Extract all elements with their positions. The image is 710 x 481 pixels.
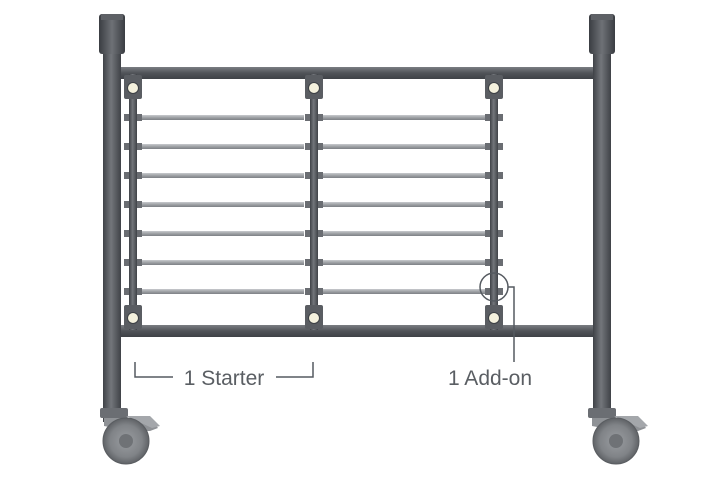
slide-rail-bay1-5 xyxy=(141,231,304,236)
bottom-connector-light xyxy=(308,312,320,324)
top-connector-light xyxy=(488,82,500,94)
right-post-cap xyxy=(589,14,615,54)
slide-rail-bay2-6 xyxy=(322,260,503,265)
upright-1 xyxy=(124,74,142,330)
slide-rail-bay2-1 xyxy=(322,115,503,120)
starter-bracket xyxy=(134,362,314,378)
top-frame-rail xyxy=(121,67,593,79)
right-caster xyxy=(588,408,648,465)
slide-rail-bay2-2 xyxy=(322,144,503,149)
bottom-frame-rail xyxy=(121,325,593,337)
sheet-pan-label-right: Sheet Pan xyxy=(372,121,433,136)
upright-3 xyxy=(485,74,503,330)
starter-label: 1 Starter xyxy=(184,367,265,390)
slide-rail-bay2-4 xyxy=(322,202,503,207)
bottom-connector-light xyxy=(127,312,139,324)
slide-rail-bay1-6 xyxy=(141,260,304,265)
slide-rail-bay2-3 xyxy=(322,173,503,178)
right-post xyxy=(589,14,615,422)
slide-rail-bay2-5 xyxy=(322,231,503,236)
slide-rail-bay1-2 xyxy=(141,144,304,149)
sheet-pan-label-left: Sheet Pan xyxy=(192,121,253,136)
upright-2 xyxy=(305,74,323,330)
slide-rail-bay1-7 xyxy=(141,289,304,294)
inner-uprights xyxy=(124,74,503,330)
top-connector-light xyxy=(308,82,320,94)
addon-callout-leader xyxy=(508,286,515,362)
slide-rail-bay1-1 xyxy=(141,115,304,120)
addon-callout xyxy=(479,272,515,362)
left-post xyxy=(99,14,125,422)
slide-rail-bay2-7 xyxy=(322,289,503,294)
bottom-connector-light xyxy=(488,312,500,324)
addon-label: 1 Add-on xyxy=(448,367,532,390)
slide-rail-bay1-4 xyxy=(141,202,304,207)
left-caster xyxy=(100,408,160,465)
slide-rail-bay1-3 xyxy=(141,173,304,178)
left-post-cap xyxy=(99,14,125,54)
top-connector-light xyxy=(127,82,139,94)
